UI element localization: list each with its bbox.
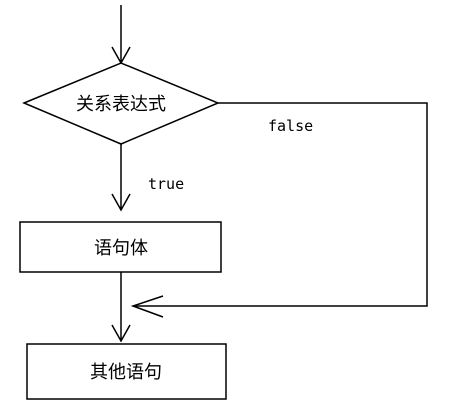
true-branch-arrow bbox=[111, 144, 131, 212]
true-label: true bbox=[148, 175, 184, 193]
condition-label: 关系表达式 bbox=[76, 94, 166, 115]
next-statement-box bbox=[26, 343, 227, 400]
next-statement-label: 其他语句 bbox=[90, 362, 162, 383]
body-to-next-arrow bbox=[111, 272, 131, 343]
false-branch-arrowhead bbox=[130, 295, 164, 318]
body-statement-label: 语句体 bbox=[94, 238, 148, 259]
false-branch-line bbox=[133, 102, 428, 307]
entry-arrow bbox=[111, 5, 131, 65]
body-statement-box bbox=[19, 221, 222, 273]
false-label: false bbox=[268, 117, 313, 135]
